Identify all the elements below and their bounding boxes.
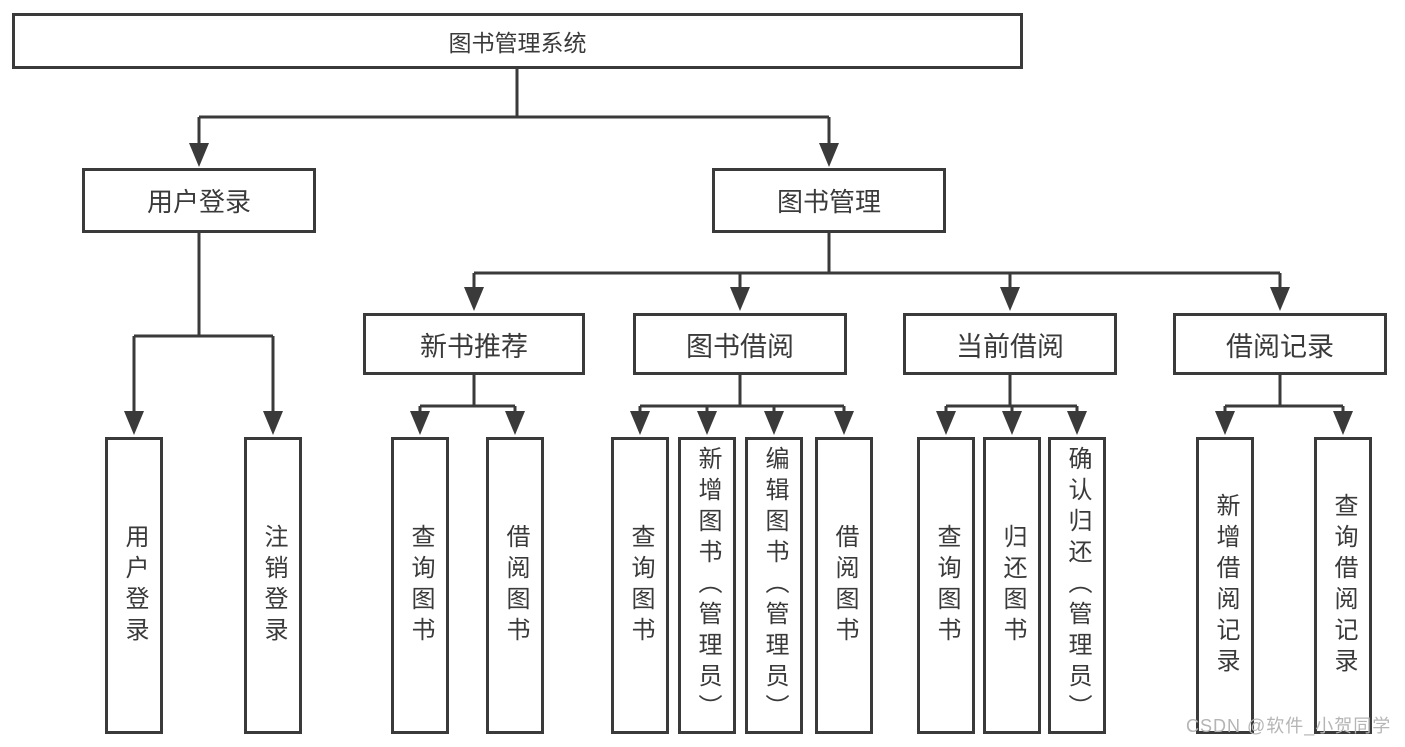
leaf-label: 确认归还（管理员）: [1064, 446, 1091, 725]
node-library-management-system: 图书管理系统: [12, 13, 1023, 69]
leaf-query-book-current: 查询图书: [917, 437, 975, 734]
leaf-label: 查询图书: [933, 523, 960, 648]
leaf-label: 用户登录: [121, 523, 148, 648]
node-book-management: 图书管理: [712, 168, 946, 233]
leaf-add-book-admin: 新增图书（管理员）: [678, 437, 736, 734]
leaf-borrow-book-recommend: 借阅图书: [486, 437, 544, 734]
leaf-label: 查询借阅记录: [1330, 492, 1357, 679]
leaf-label: 查询图书: [407, 523, 434, 648]
leaf-edit-book-admin: 编辑图书（管理员）: [745, 437, 803, 734]
leaf-label: 新增借阅记录: [1212, 492, 1239, 679]
leaf-label: 编辑图书（管理员）: [761, 446, 788, 725]
leaf-label: 新增图书（管理员）: [694, 446, 721, 725]
leaf-label: 借阅图书: [502, 523, 529, 648]
leaf-add-borrow-record: 新增借阅记录: [1196, 437, 1254, 734]
leaf-query-borrow-record: 查询借阅记录: [1314, 437, 1372, 734]
leaf-query-book-borrow: 查询图书: [611, 437, 669, 734]
leaf-confirm-return-admin: 确认归还（管理员）: [1048, 437, 1106, 734]
node-borrow-records: 借阅记录: [1173, 313, 1387, 375]
node-new-book-recommend: 新书推荐: [363, 313, 585, 375]
leaf-borrow-book: 借阅图书: [815, 437, 873, 734]
arrowheads: [124, 143, 1353, 435]
node-book-borrow: 图书借阅: [633, 313, 847, 375]
leaf-user-login: 用户登录: [105, 437, 163, 734]
csdn-watermark: CSDN @软件_小贺同学: [1186, 716, 1392, 736]
leaf-label: 归还图书: [999, 523, 1026, 648]
leaf-label: 查询图书: [627, 523, 654, 648]
leaf-return-book: 归还图书: [983, 437, 1041, 734]
node-user-login: 用户登录: [82, 168, 316, 233]
leaf-query-book-recommend: 查询图书: [391, 437, 449, 734]
leaf-logout: 注销登录: [244, 437, 302, 734]
leaf-label: 借阅图书: [831, 523, 858, 648]
leaf-label: 注销登录: [260, 523, 287, 648]
node-current-borrow: 当前借阅: [903, 313, 1117, 375]
